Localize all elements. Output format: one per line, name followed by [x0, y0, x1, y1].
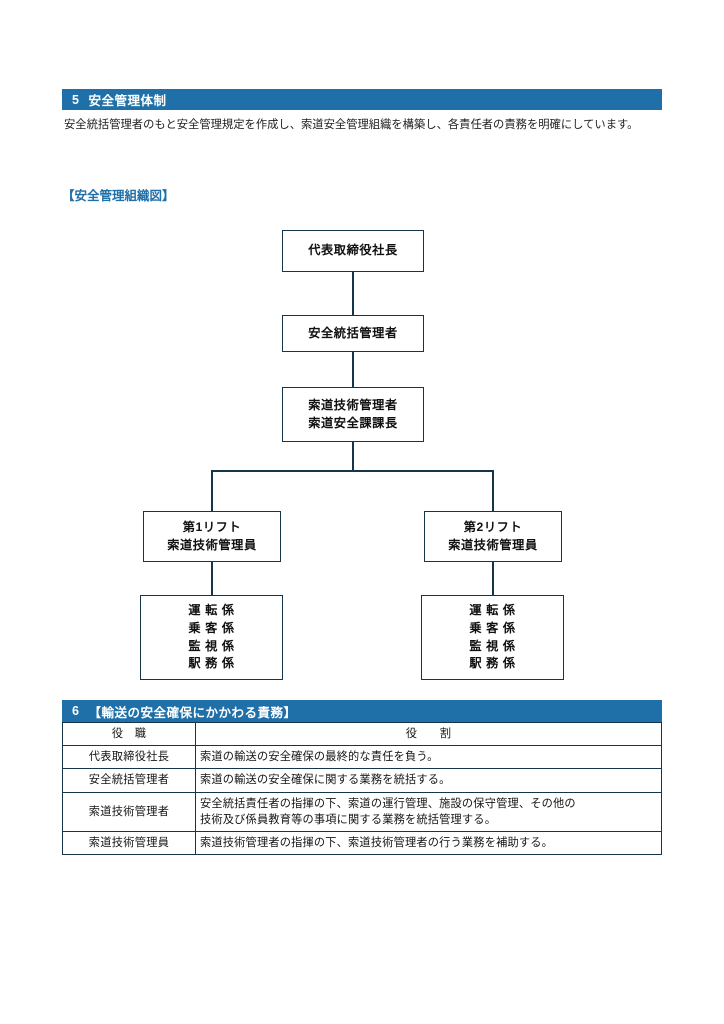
connector-tech-manager-down	[352, 442, 354, 471]
row-duty-ropeway-tech-manager: 安全統括責任者の指揮の下、索道の運行管理、施設の保守管理、その他の 技術及び係員…	[195, 791, 662, 833]
org-node-lift1-section-passenger: 乗 客 係	[188, 620, 235, 635]
column-header-role: 役 職	[62, 721, 196, 747]
org-node-president-label: 代表取締役社長	[308, 243, 398, 258]
table-row: 安全統括管理者 索道の輸送の安全確保に関する業務を統括する。	[62, 768, 662, 793]
org-node-lift2-section-driver: 運 転 係	[469, 603, 516, 618]
section-5-header: 5 安全管理体制	[62, 89, 662, 110]
row-duty-ropeway-tech-staff: 索道技術管理者の指揮の下、索道技術管理者の行う業務を補助する。	[195, 831, 662, 856]
org-node-lift1-sections: 運 転 係 乗 客 係 監 視 係 駅 務 係	[140, 595, 283, 680]
org-node-lift2-tech-staff-line2: 索道技術管理員	[448, 537, 538, 552]
connector-lift-bus	[211, 470, 494, 472]
org-node-lift2-section-station: 駅 務 係	[469, 656, 516, 671]
duties-table: 役 職 役 割 代表取締役社長 索道の輸送の安全確保の最終的な責任を負う。 安全…	[62, 721, 662, 856]
org-node-lift2-tech-staff: 第2リフト 索道技術管理員	[424, 511, 562, 562]
connector-safety-to-tech-manager	[352, 352, 354, 387]
row-duty-ropeway-tech-manager-line2: 技術及び係員教育等の事項に関する業務を統括管理する。	[200, 813, 497, 826]
row-role-president: 代表取締役社長	[62, 745, 196, 770]
row-duty-ropeway-tech-manager-line1: 安全統括責任者の指揮の下、索道の運行管理、施設の保守管理、その他の	[200, 797, 576, 810]
row-role-safety-general-manager: 安全統括管理者	[62, 768, 196, 793]
connector-lift1-to-sections	[211, 562, 213, 595]
row-duty-safety-general-manager: 索道の輸送の安全確保に関する業務を統括する。	[195, 768, 662, 793]
section-5-paragraph: 安全統括管理者のもと安全管理規定を作成し、索道安全管理組織を構築し、各責任者の責…	[64, 119, 639, 131]
column-header-duty: 役 割	[195, 721, 662, 747]
table-row: 代表取締役社長 索道の輸送の安全確保の最終的な責任を負う。	[62, 745, 662, 770]
connector-president-to-safety	[352, 272, 354, 315]
org-node-lift1-section-station: 駅 務 係	[188, 656, 235, 671]
org-node-lift1-tech-staff: 第1リフト 索道技術管理員	[143, 511, 281, 562]
org-chart-caption: 【安全管理組織図】	[62, 189, 175, 203]
connector-bus-to-lift2	[492, 470, 494, 511]
org-chart: 代表取締役社長 安全統括管理者 索道技術管理者 索道安全課課長 第1リフト 索道…	[0, 215, 724, 685]
org-node-lift2-sections: 運 転 係 乗 客 係 監 視 係 駅 務 係	[421, 595, 564, 680]
table-row: 索道技術管理者 安全統括責任者の指揮の下、索道の運行管理、施設の保守管理、その他…	[62, 791, 662, 833]
org-node-lift2-tech-staff-line1: 第2リフト	[463, 519, 523, 534]
org-node-safety-general-manager: 安全統括管理者	[282, 315, 424, 352]
row-role-ropeway-tech-manager: 索道技術管理者	[62, 791, 196, 833]
org-node-safety-general-manager-label: 安全統括管理者	[308, 325, 398, 340]
section-5-title: 安全管理体制	[88, 94, 167, 108]
table-header-row: 役 職 役 割	[62, 721, 662, 747]
connector-bus-to-lift1	[211, 470, 213, 511]
org-node-ropeway-tech-manager: 索道技術管理者 索道安全課課長	[282, 387, 424, 442]
org-node-lift1-tech-staff-line1: 第1リフト	[182, 519, 242, 534]
org-node-ropeway-tech-manager-line2: 索道安全課課長	[308, 415, 398, 430]
org-node-lift1-section-driver: 運 転 係	[188, 603, 235, 618]
org-node-lift1-section-watch: 監 視 係	[188, 638, 235, 653]
table-row: 索道技術管理員 索道技術管理者の指揮の下、索道技術管理者の行う業務を補助する。	[62, 831, 662, 856]
section-5-number: 5	[72, 92, 80, 107]
connector-lift2-to-sections	[492, 562, 494, 595]
section-6-number: 6	[72, 704, 80, 718]
org-node-lift2-section-passenger: 乗 客 係	[469, 620, 516, 635]
org-node-president: 代表取締役社長	[282, 230, 424, 272]
org-node-ropeway-tech-manager-line1: 索道技術管理者	[308, 397, 398, 412]
section-6-header: 6 【輸送の安全確保にかかわる責務】	[62, 700, 662, 722]
row-duty-president: 索道の輸送の安全確保の最終的な責任を負う。	[195, 745, 662, 770]
duties-table-wrap: 役 職 役 割 代表取締役社長 索道の輸送の安全確保の最終的な責任を負う。 安全…	[62, 721, 662, 856]
org-node-lift2-section-watch: 監 視 係	[469, 638, 516, 653]
section-6-title: 【輸送の安全確保にかかわる責務】	[88, 705, 297, 720]
row-role-ropeway-tech-staff: 索道技術管理員	[62, 831, 196, 856]
org-node-lift1-tech-staff-line2: 索道技術管理員	[167, 537, 257, 552]
